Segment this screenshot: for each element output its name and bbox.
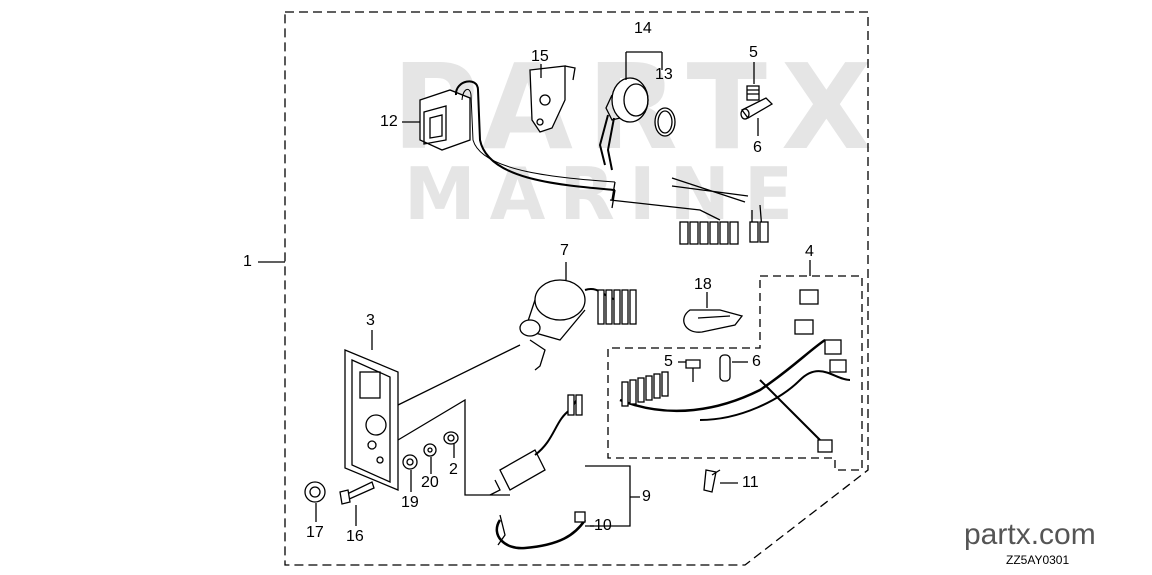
part-5-screw-top (746, 85, 760, 101)
part-2-nut (443, 431, 459, 445)
callout-4: 4 (805, 243, 814, 260)
callout-11: 11 (742, 474, 759, 491)
callout-2: 2 (449, 461, 458, 478)
part-4-harness (619, 289, 851, 453)
connector-bundle-top (609, 177, 769, 245)
part-5-screw-mid (685, 359, 701, 382)
diagram-code: ZZ5AY0301 (1006, 553, 1070, 567)
callout-13: 13 (655, 66, 673, 83)
part-19-washer (402, 454, 418, 470)
leader-14 (625, 51, 663, 80)
callout-20: 20 (421, 474, 439, 491)
part-18-clamp (683, 309, 744, 333)
callout-3: 3 (366, 312, 375, 329)
callout-19: 19 (401, 494, 419, 511)
part-15-bracket (529, 65, 576, 133)
part-17-nut (304, 481, 326, 503)
part-16-bolt (339, 481, 375, 505)
site-label: partx.com (964, 518, 1096, 551)
part-7-ignition (519, 279, 637, 371)
callout-1: 1 (243, 253, 252, 270)
callout-12: 12 (380, 113, 398, 130)
callout-10: 10 (594, 517, 612, 534)
callout-14: 14 (634, 20, 652, 37)
part-12-lamp (419, 80, 616, 191)
callout-9: 9 (642, 488, 651, 505)
part-13-ring (654, 107, 676, 137)
callout-5-mid: 5 (664, 353, 673, 370)
harness-terminals (621, 371, 669, 407)
callout-18: 18 (694, 276, 712, 293)
part-11-clip (703, 469, 721, 493)
part-10-lanyard (495, 511, 587, 550)
part-6-pin-mid (719, 354, 731, 382)
panel-link-9 (397, 398, 510, 496)
callout-5-top: 5 (749, 44, 758, 61)
callout-16: 16 (346, 528, 364, 545)
part-14-switch (598, 77, 649, 171)
callout-6-top: 6 (753, 139, 762, 156)
leader-9 (585, 465, 640, 527)
part-6-pin-top (740, 97, 774, 120)
part-9-stop-switch (489, 394, 583, 496)
callout-6-mid: 6 (752, 353, 761, 370)
harness-boundary (607, 275, 863, 471)
part-3-panel (344, 349, 399, 491)
part-20-washer (423, 443, 437, 457)
callout-15: 15 (531, 48, 549, 65)
callout-17: 17 (306, 524, 324, 541)
callout-7: 7 (560, 242, 569, 259)
panel-link-7 (397, 344, 521, 406)
